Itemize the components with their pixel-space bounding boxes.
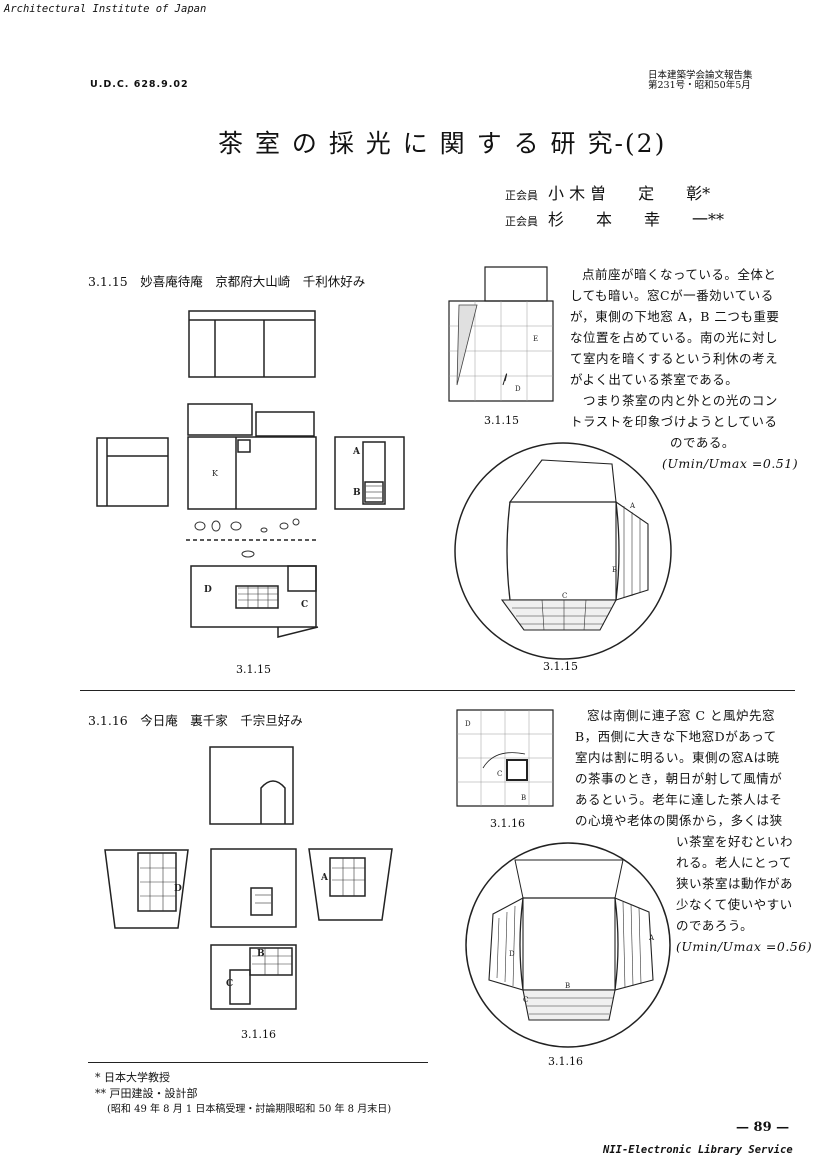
text-line: 窓は南側に連子窓 C と風炉先窓 xyxy=(587,708,776,723)
footnote-3: (昭和 49 年 8 月 1 日本稿受理・討論期限昭和 50 年 8 月末日) xyxy=(107,1104,392,1115)
text-line: つまり茶室の内と外との光のコン xyxy=(570,393,778,408)
window-label-E: E xyxy=(533,335,538,343)
udc-code: U.D.C. 628.9.02 xyxy=(90,79,189,90)
author-role: 正会員 xyxy=(505,189,538,202)
text-line: が，東側の下地窓 A，B 二つも重要 xyxy=(570,309,780,324)
window-label-D: D xyxy=(509,950,515,958)
section-heading-3-1-16: 3.1.16 今日庵 裏千家 千宗旦好み xyxy=(88,713,303,728)
body-text-3-1-16: 窓は南側に連子窓 C と風炉先窓 B，西側に大きな下地窓Dがあって 室内は割に明… xyxy=(575,705,783,831)
caption-plan-3-1-15: 3.1.15 xyxy=(236,663,271,676)
author-row-1: 正会員小 木 曽 定 彰* xyxy=(505,180,710,204)
text-line: 狭い茶室は動作があ xyxy=(676,876,794,891)
floor-plan-3-1-15: K A B D C xyxy=(88,300,418,645)
text-line: あるという。老年に達した茶人はそ xyxy=(575,792,783,807)
window-label-C: C xyxy=(497,770,502,778)
footer-service: NII-Electronic Library Service xyxy=(603,1144,793,1156)
text-line: がよく出ている茶室である。 xyxy=(570,372,739,387)
text-line: れる。老人にとって xyxy=(676,855,793,870)
window-label-A: A xyxy=(648,934,655,942)
page-title: 茶 室 の 採 光 に 関 す る 研 究-(2) xyxy=(218,129,667,158)
text-line: B，西側に大きな下地窓Dがあって xyxy=(575,729,777,744)
window-label-D: D xyxy=(515,385,521,393)
fisheye-view-3-1-15: A B C xyxy=(452,440,674,662)
window-label-C: C xyxy=(301,600,308,610)
author-row-2: 正会員杉 本 幸 一** xyxy=(505,206,724,230)
journal-info: 日本建築学会論文報告集 第231号・昭和50年5月 xyxy=(648,71,753,91)
sky-component-diagram-3-1-15: E D xyxy=(447,265,557,405)
window-label-B: B xyxy=(612,566,617,574)
text-line: の心境や老体の関係から，多くは狭 xyxy=(575,813,783,828)
section-divider xyxy=(80,690,795,691)
author-name: 杉 本 幸 一** xyxy=(548,210,725,229)
sky-component-diagram-3-1-16: D C B xyxy=(455,708,555,808)
window-label-D: D xyxy=(465,720,471,728)
caption-sky-3-1-15: 3.1.15 xyxy=(484,414,519,427)
author-name: 小 木 曽 定 彰* xyxy=(548,184,711,203)
window-label-B: B xyxy=(521,794,526,802)
fisheye-view-3-1-16: A D B C xyxy=(463,840,673,1050)
window-label-A: A xyxy=(629,502,636,510)
caption-plan-3-1-16: 3.1.16 xyxy=(241,1028,276,1041)
window-label-K: K xyxy=(212,469,219,478)
author-role: 正会員 xyxy=(505,215,538,228)
window-label-B: B xyxy=(257,949,265,959)
footnote-rule xyxy=(88,1062,428,1063)
window-label-B: B xyxy=(353,488,361,498)
footnote-2: ** 戸田建設・設計部 xyxy=(95,1087,198,1100)
text-line: 点前座が暗くなっている。全体と xyxy=(582,267,777,282)
text-line: しても暗い。窓Cが一番効いている xyxy=(570,288,774,303)
caption-sky-3-1-16: 3.1.16 xyxy=(490,817,525,830)
window-label-B: B xyxy=(565,982,570,990)
journal-line1: 日本建築学会論文報告集 xyxy=(648,70,753,81)
text-line: て室内を暗くするという利休の考え xyxy=(570,351,779,366)
window-label-D: D xyxy=(204,585,212,595)
caption-fisheye-3-1-16: 3.1.16 xyxy=(548,1055,583,1068)
footnote-1: * 日本大学教授 xyxy=(95,1071,170,1084)
uniformity-ratio: (Umin/Umax =0.56) xyxy=(676,939,813,954)
window-label-D: D xyxy=(174,884,182,894)
text-line: トラストを印象づけようとしている xyxy=(570,414,778,429)
text-line: 室内は割に明るい。東側の窓Aは暁 xyxy=(575,750,780,765)
window-label-C: C xyxy=(226,979,233,989)
text-line: のであろう。 xyxy=(676,918,754,933)
footnotes: * 日本大学教授 ** 戸田建設・設計部 (昭和 49 年 8 月 1 日本稿受… xyxy=(95,1070,391,1118)
window-label-A: A xyxy=(320,873,329,883)
window-label-C: C xyxy=(523,996,528,1004)
text-line: な位置を占めている。南の光に対し xyxy=(570,330,779,345)
floor-plan-3-1-16: D A B C xyxy=(95,740,415,1020)
text-line: の茶事のとき，朝日が射して風情が xyxy=(575,771,783,786)
source-header: Architectural Institute of Japan xyxy=(4,3,207,15)
section-heading-3-1-15: 3.1.15 妙喜庵待庵 京都府大山崎 千利休好み xyxy=(88,274,366,289)
page-number: — 89 — xyxy=(736,1120,790,1135)
journal-line2: 第231号・昭和50年5月 xyxy=(648,80,751,91)
uniformity-ratio: (Umin/Umax =0.51) xyxy=(662,456,799,471)
body-text-3-1-15: 点前座が暗くなっている。全体と しても暗い。窓Cが一番効いている が，東側の下地… xyxy=(570,264,798,474)
text-line: 少なくて使いやすい xyxy=(676,897,793,912)
text-line: のである。 xyxy=(670,435,735,450)
body-text-3-1-16-narrow: い茶室を好むといわ れる。老人にとって 狭い茶室は動作があ 少なくて使いやすい … xyxy=(676,831,812,957)
text-line: い茶室を好むといわ xyxy=(676,834,794,849)
caption-fisheye-3-1-15: 3.1.15 xyxy=(543,660,578,673)
window-label-A: A xyxy=(352,447,361,457)
window-label-C: C xyxy=(562,592,567,600)
